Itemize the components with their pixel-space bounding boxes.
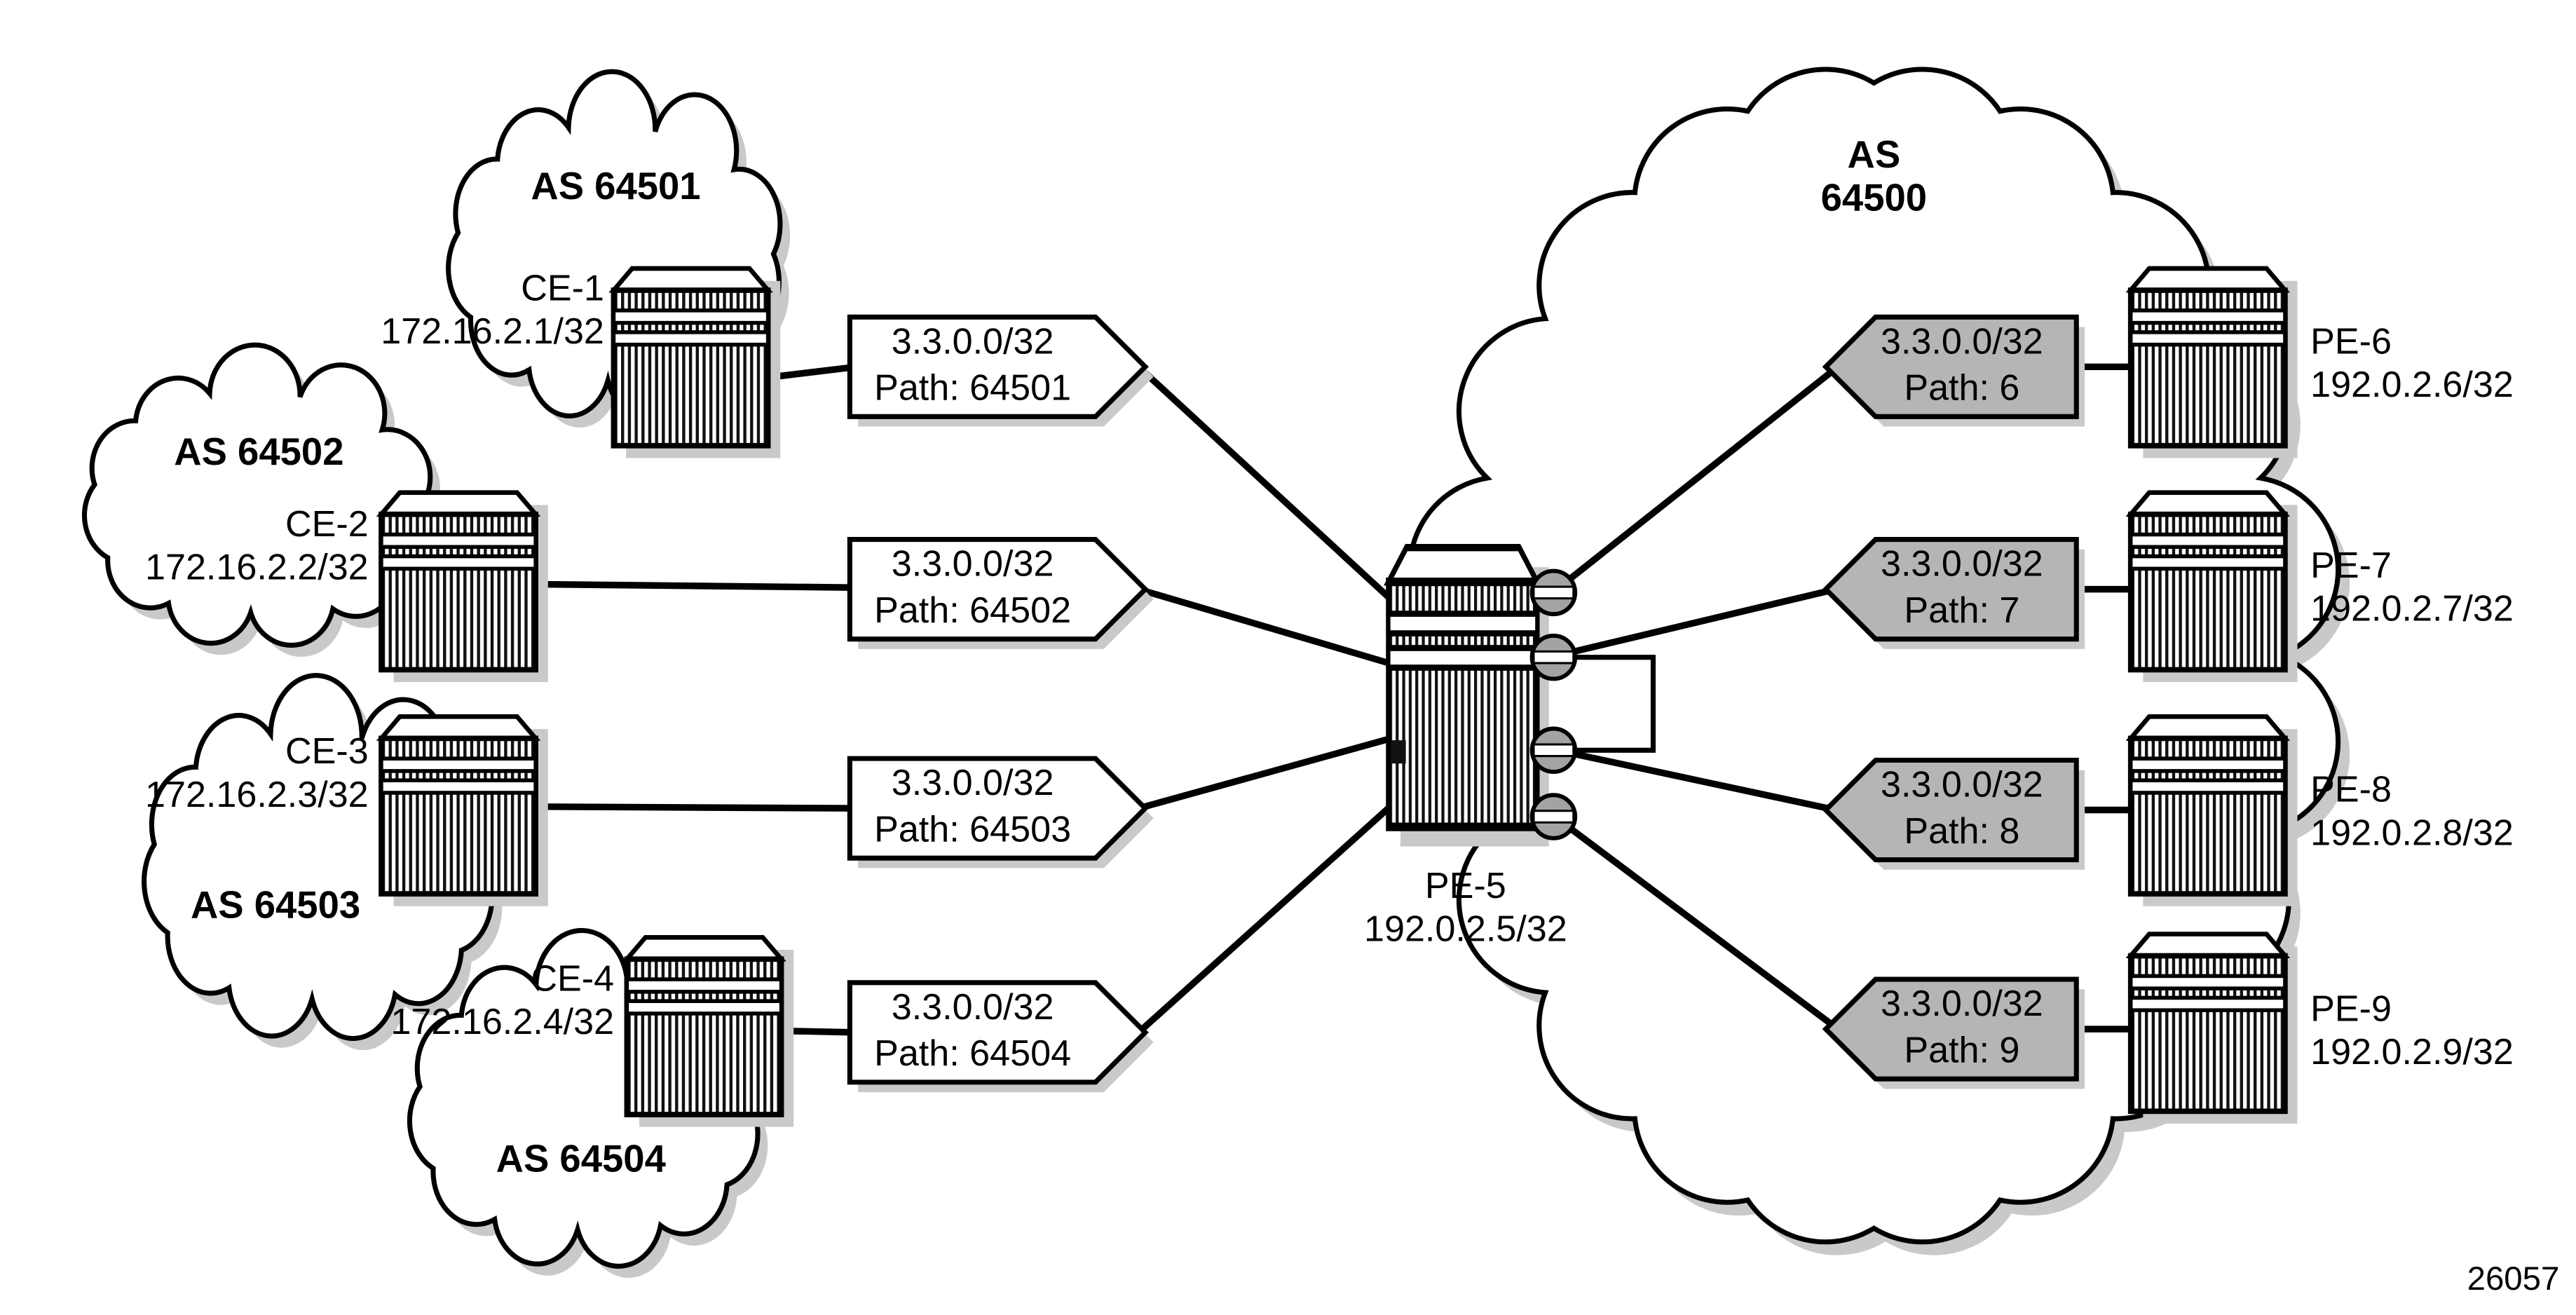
advert-tag-pe6: [1822, 314, 2079, 419]
advert-tag-pe9: [1822, 976, 2079, 1082]
pe9-name: PE-9: [2310, 987, 2392, 1030]
link-advert3-pe5: [1135, 728, 1418, 812]
advert-prefix: 3.3.0.0/32: [1880, 763, 2043, 805]
pe5-port-icon-2: [1529, 633, 1578, 681]
advert-text-pe7: 3.3.0.0/32 Path: 7: [1842, 541, 2081, 634]
pe6-address: 192.0.2.6/32: [2310, 363, 2514, 405]
link-advert2-pe5: [1135, 585, 1418, 674]
advert-prefix: 3.3.0.0/32: [891, 543, 1054, 585]
ce1-router-icon: [613, 268, 780, 458]
advert-path: Path: 9: [1904, 1029, 2020, 1071]
advert-text-ce2: 3.3.0.0/32 Path: 64502: [850, 541, 1095, 634]
ce3-name: CE-3: [285, 730, 369, 772]
advert-text-ce3: 3.3.0.0/32 Path: 64503: [850, 761, 1095, 854]
advert-text-ce4: 3.3.0.0/32 Path: 64504: [850, 984, 1095, 1077]
advert-prefix: 3.3.0.0/32: [1880, 982, 2043, 1025]
pe5-port-icon-3: [1529, 726, 1578, 775]
advert-tag-pe7: [1822, 537, 2079, 642]
pe8-router-icon: [2131, 716, 2298, 906]
pe5-port-bracket: [1573, 655, 1656, 753]
pe5-name: PE-5: [1424, 864, 1506, 906]
ce2-address: 172.16.2.2/32: [145, 546, 369, 588]
advert-path: Path: 64503: [874, 808, 1072, 850]
advert-tag-ce3: [847, 756, 1149, 861]
links: [534, 363, 2141, 1036]
advert-tag-ce1: [847, 314, 1149, 419]
pe7-name: PE-7: [2310, 544, 2392, 586]
pe6-name: PE-6: [2310, 320, 2392, 362]
link-pe5-advert8: [1553, 747, 1839, 814]
ce2-name: CE-2: [285, 503, 369, 545]
as64502-label: AS 64502: [174, 430, 344, 473]
advert-tag-pe8: [1822, 757, 2079, 863]
pe9-router-icon: [2131, 934, 2298, 1124]
pe7-router-icon: [2131, 493, 2298, 683]
ce1-name: CE-1: [521, 267, 604, 309]
advert-tag-ce2: [847, 537, 1149, 642]
link-pe5-advert6: [1553, 364, 1839, 593]
pe5-port-icons: [1529, 568, 1578, 840]
advert-prefix: 3.3.0.0/32: [891, 320, 1054, 362]
advert-prefix: 3.3.0.0/32: [891, 986, 1054, 1028]
advert-text-ce1: 3.3.0.0/32 Path: 64501: [850, 319, 1095, 412]
as64503-label: AS 64503: [190, 883, 361, 927]
advert-path: Path: 6: [1904, 367, 2020, 409]
ce4-address: 172.16.2.4/32: [390, 1000, 615, 1043]
pe9-address: 192.0.2.9/32: [2310, 1030, 2514, 1072]
ce3-router-icon: [381, 716, 548, 906]
ce3-address: 172.16.2.3/32: [145, 773, 369, 815]
link-advert1-pe5: [1135, 363, 1418, 625]
as64501-label: AS 64501: [531, 164, 701, 207]
ce4-router-icon: [627, 937, 793, 1127]
advert-prefix: 3.3.0.0/32: [1880, 320, 2043, 362]
link-pe5-advert9: [1553, 815, 1839, 1031]
advert-path: Path: 8: [1904, 810, 2020, 852]
advert-prefix: 3.3.0.0/32: [1880, 543, 2043, 585]
advert-path: Path: 64504: [874, 1032, 1072, 1075]
ce4-name: CE-4: [531, 958, 615, 1000]
figure-number: 26057: [2467, 1261, 2560, 1298]
pe7-address: 192.0.2.7/32: [2310, 587, 2514, 629]
advert-path: Path: 7: [1904, 589, 2020, 631]
advert-text-pe6: 3.3.0.0/32 Path: 6: [1842, 319, 2081, 412]
pe5-port-icon-4: [1529, 793, 1578, 840]
link-ce3-advert: [534, 803, 860, 812]
advert-text-pe9: 3.3.0.0/32 Path: 9: [1842, 981, 2081, 1074]
link-advert4-pe5: [1135, 782, 1418, 1036]
as64502-cloud: [84, 345, 430, 645]
pe5-port-notch: [1391, 740, 1406, 764]
advert-path: Path: 64502: [874, 589, 1072, 631]
pe8-name: PE-8: [2310, 768, 2392, 810]
link-pe5-advert7: [1553, 585, 1839, 660]
as64500-label: AS 64500: [1741, 132, 2007, 219]
as64500-label-line1: AS: [1847, 132, 1901, 176]
link-ce2-advert: [534, 580, 860, 591]
pe5-port-icon-1: [1529, 568, 1578, 617]
ce1-address: 172.16.2.1/32: [381, 310, 604, 352]
advert-path: Path: 64501: [874, 367, 1072, 409]
as64500-label-line2: 64500: [1820, 175, 1928, 219]
pe8-address: 192.0.2.8/32: [2310, 811, 2514, 854]
advert-tag-ce4: [847, 980, 1149, 1085]
pe6-router-icon: [2131, 268, 2298, 458]
pe5-address: 192.0.2.5/32: [1364, 908, 1567, 950]
advert-prefix: 3.3.0.0/32: [891, 761, 1054, 804]
ce2-router-icon: [381, 493, 548, 683]
pe5-router-icon: [1389, 547, 1549, 846]
advert-text-pe8: 3.3.0.0/32 Path: 8: [1842, 762, 2081, 855]
as64504-label: AS 64504: [496, 1137, 666, 1180]
